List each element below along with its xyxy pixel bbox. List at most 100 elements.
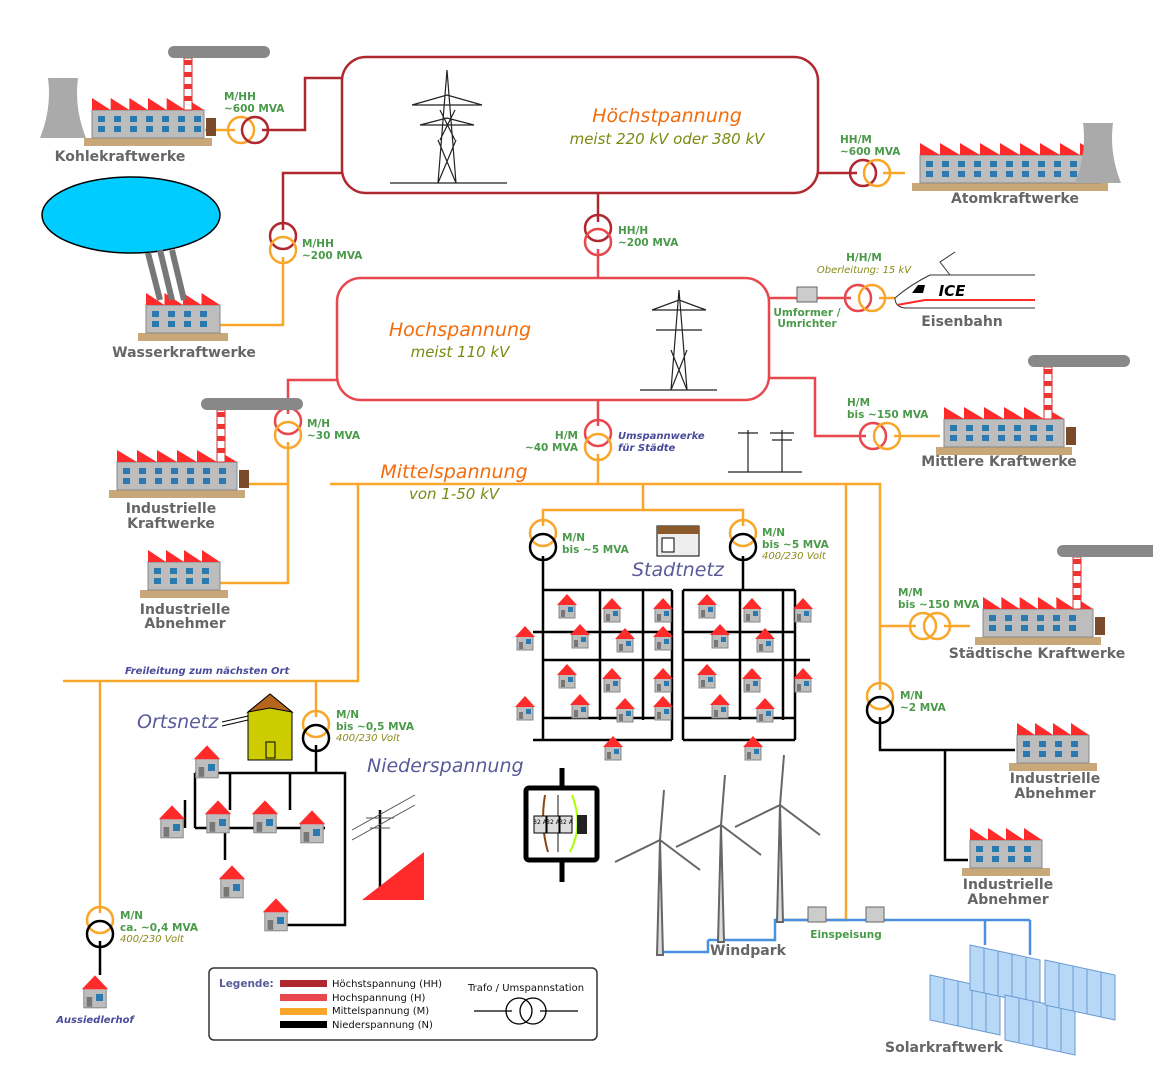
houses <box>81 594 813 1009</box>
substation-note: für Städte <box>618 443 676 454</box>
feed-in-label: Einspeisung <box>810 929 881 941</box>
legend-title: Legende: <box>219 978 274 990</box>
factory-icon <box>975 545 1153 645</box>
transformer-icon <box>843 283 887 313</box>
trafo-type: H/H/M <box>846 252 882 264</box>
transformer-icon <box>583 418 613 462</box>
feed-lines <box>660 918 1032 955</box>
transformer-icon <box>528 518 558 562</box>
factory-icon <box>962 828 1050 876</box>
fuse-label: 32 A <box>559 819 574 826</box>
solar-panel-icon <box>969 944 1041 1006</box>
trafo-voltage: 400/230 Volt <box>336 733 401 744</box>
pylon-icon <box>640 289 717 391</box>
pylon-icon <box>390 69 507 184</box>
house-icon <box>602 598 622 623</box>
house-icon <box>697 594 717 619</box>
solar-plant-label: Solarkraftwerk <box>885 1040 1004 1056</box>
transformer-icon <box>908 611 952 641</box>
h-lines <box>286 249 866 438</box>
transformer-icon <box>848 158 892 188</box>
nuclear-plant-label: Atomkraftwerke <box>951 191 1079 207</box>
factory-icon <box>936 355 1130 455</box>
house-icon <box>515 696 535 721</box>
legend-item: Niederspannung (N) <box>332 1020 433 1031</box>
house-icon <box>602 668 622 693</box>
solar-panel-icon <box>1004 994 1076 1056</box>
factory-icon <box>912 143 1108 191</box>
legend: Legende: Höchstspannung (HH) Hochspannun… <box>208 967 598 1041</box>
trafo-capacity: bis ~5 MVA <box>762 539 830 551</box>
trafo-capacity: ~200 MVA <box>618 237 679 249</box>
house-icon <box>653 668 673 693</box>
trafo-voltage: Oberleitung: 15 kV <box>817 265 912 276</box>
converter-label: Umrichter <box>777 318 837 330</box>
m-lines <box>63 128 970 922</box>
house-icon <box>710 624 730 649</box>
trafo-capacity: bis ~5 MVA <box>562 544 630 556</box>
fuse-label: 32 A <box>546 819 561 826</box>
feed-station-icon <box>865 906 885 923</box>
factory-icon <box>1009 723 1097 771</box>
trafo-type: H/M <box>555 430 578 442</box>
trafo-voltage: 400/230 Volt <box>120 934 185 945</box>
industrial-consumer-label: Abnehmer <box>967 892 1048 908</box>
legend-swatch-n <box>280 1021 327 1028</box>
wind-turbine-icon <box>614 789 701 956</box>
legend-item: Hochspannung (H) <box>332 993 425 1004</box>
trafo-capacity: ~30 MVA <box>307 430 361 442</box>
trafo-capacity: ca. ~0,4 MVA <box>120 922 199 934</box>
hh-lines <box>262 55 857 230</box>
house-icon <box>755 698 775 723</box>
pole-icon <box>728 430 802 473</box>
transformer-icon <box>858 421 902 451</box>
solar-panel-icon <box>1044 959 1116 1021</box>
legend-trafo-label: Trafo / Umspannstation <box>467 983 584 994</box>
legend-item: Mittelspannung (M) <box>332 1006 429 1017</box>
house-icon <box>615 698 635 723</box>
house-icon <box>515 626 535 651</box>
city-plant-label: Städtische Kraftwerke <box>949 646 1125 662</box>
city-network-title: Stadtnetz <box>632 559 725 581</box>
industrial-consumer-label: Industrielle <box>963 877 1053 893</box>
m-title: Mittelspannung <box>380 461 527 483</box>
trafo-type: HH/M <box>840 134 872 146</box>
trafo-type: M/M <box>898 587 923 599</box>
trafo-capacity: ~200 MVA <box>302 250 363 262</box>
trafo-type: M/N <box>336 709 359 721</box>
industrial-consumer-label: Industrielle <box>140 602 230 618</box>
wind-turbine-icon <box>734 754 821 923</box>
m-subtitle: von 1-50 kV <box>409 485 501 503</box>
cooling-tower-icon <box>1075 123 1121 183</box>
reservoir-icon <box>41 176 221 254</box>
local-network-title: Ortsnetz <box>137 711 219 733</box>
wind-turbines <box>614 754 821 956</box>
trafo-capacity: bis ~0,5 MVA <box>336 721 415 733</box>
h-box <box>335 276 771 402</box>
house-icon <box>653 626 673 651</box>
house-icon <box>262 898 290 932</box>
house-icon <box>193 745 221 779</box>
factory-icon <box>84 46 270 146</box>
trafo-capacity: ~600 MVA <box>840 146 901 158</box>
house-icon <box>697 664 717 689</box>
trafo-symbol-icon <box>474 997 578 1025</box>
trafo-type: M/N <box>900 690 923 702</box>
converter-icon <box>796 286 818 303</box>
house-icon <box>218 865 246 899</box>
feed-station-icon <box>807 906 827 923</box>
farm-label: Aussiedlerhof <box>55 1015 135 1026</box>
fuse-label: 32 A <box>533 819 548 826</box>
converter-label: Umformer / <box>773 307 840 319</box>
trafo-type: M/HH <box>224 91 256 103</box>
trafo-type: HH/H <box>618 225 648 237</box>
house-icon <box>755 628 775 653</box>
industrial-plant-label: Kraftwerke <box>127 516 215 532</box>
industrial-consumer-label: Industrielle <box>1010 771 1100 787</box>
railway-label: Eisenbahn <box>921 314 1003 330</box>
n-lines <box>98 556 1015 975</box>
hh-subtitle: meist 220 kV oder 380 kV <box>570 130 767 148</box>
transformer-icon <box>728 518 758 562</box>
